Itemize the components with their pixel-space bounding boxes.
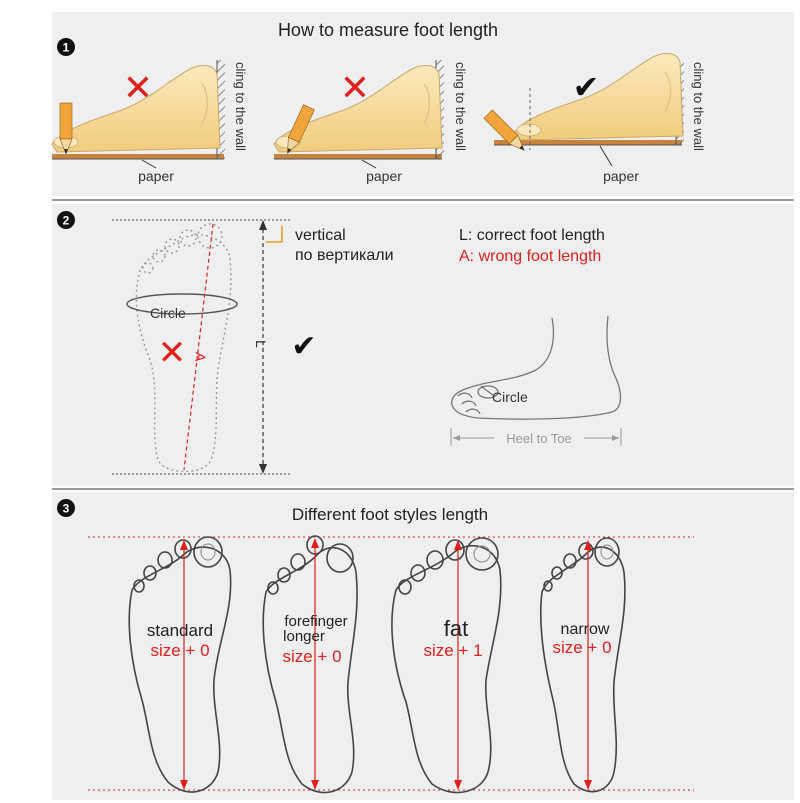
foot-name-fat: fat	[444, 616, 468, 641]
paper-label: paper	[603, 168, 639, 184]
measure-diagram-wrong-2: ✕ paper cling to the wall	[273, 60, 468, 184]
section-3-title: Different foot styles length	[292, 505, 488, 524]
foot-name-forefinger-line2: longer	[283, 628, 325, 645]
foot-standard	[128, 536, 232, 793]
svg-text:1: 1	[63, 41, 70, 55]
circle-ring	[126, 293, 238, 315]
foot-size-narrow: size + 0	[552, 638, 611, 657]
section-2-number: 2	[57, 211, 75, 229]
vertical-en-label: vertical	[295, 227, 346, 244]
wall-label: cling to the wall	[691, 62, 706, 151]
wall-label: cling to the wall	[233, 62, 248, 151]
circle-label: Circle	[150, 305, 186, 321]
l-letter: L	[253, 340, 269, 348]
panel-3	[52, 492, 794, 800]
top-view-foot-outline	[135, 223, 232, 473]
wrong-mark-icon: ✕	[340, 67, 370, 108]
measure-diagram-correct: ✔ paper cling to the wall	[483, 53, 706, 184]
foot-forefinger-longer	[262, 535, 358, 794]
foot-name-forefinger-line1: forefinger	[284, 613, 347, 630]
heel-to-toe-measure	[450, 428, 622, 446]
vertical-ru-label: по вертикали	[295, 247, 394, 264]
paper-label: paper	[138, 168, 174, 184]
a-letter: A	[192, 352, 209, 363]
l-measure-line	[259, 220, 267, 474]
heel-to-toe-label: Heel to Toe	[506, 431, 572, 446]
foot-name-narrow: narrow	[561, 621, 610, 638]
wrong-mark-icon: ✕	[158, 334, 187, 372]
section-1-number: 1	[57, 38, 75, 56]
measure-diagram-wrong-1: ✕ paper cling to the wall	[51, 60, 248, 184]
foot-narrow	[539, 537, 626, 793]
foot-size-fat: size + 1	[423, 641, 482, 660]
panel-2	[52, 204, 794, 486]
side-view-foot-sketch	[451, 315, 622, 420]
a-line	[183, 223, 214, 471]
circle-label-side: Circle	[492, 389, 528, 405]
section-3-number: 3	[57, 499, 75, 517]
foot-fat	[391, 537, 502, 794]
check-mark-icon: ✔	[291, 330, 316, 363]
legend-a: A: wrong foot length	[459, 248, 601, 265]
wall-label: cling to the wall	[453, 62, 468, 151]
foot-name-standard: standard	[147, 621, 213, 640]
svg-text:3: 3	[63, 502, 70, 516]
svg-text:2: 2	[63, 214, 70, 228]
foot-size-standard: size + 0	[150, 641, 209, 660]
legend-l: L: correct foot length	[459, 227, 605, 244]
section-1-title: How to measure foot length	[278, 20, 498, 40]
check-mark-icon: ✔	[573, 69, 600, 105]
wrong-mark-icon: ✕	[123, 67, 153, 108]
paper-label: paper	[366, 168, 402, 184]
foot-size-forefinger: size + 0	[282, 647, 341, 666]
right-angle-icon	[266, 226, 283, 243]
